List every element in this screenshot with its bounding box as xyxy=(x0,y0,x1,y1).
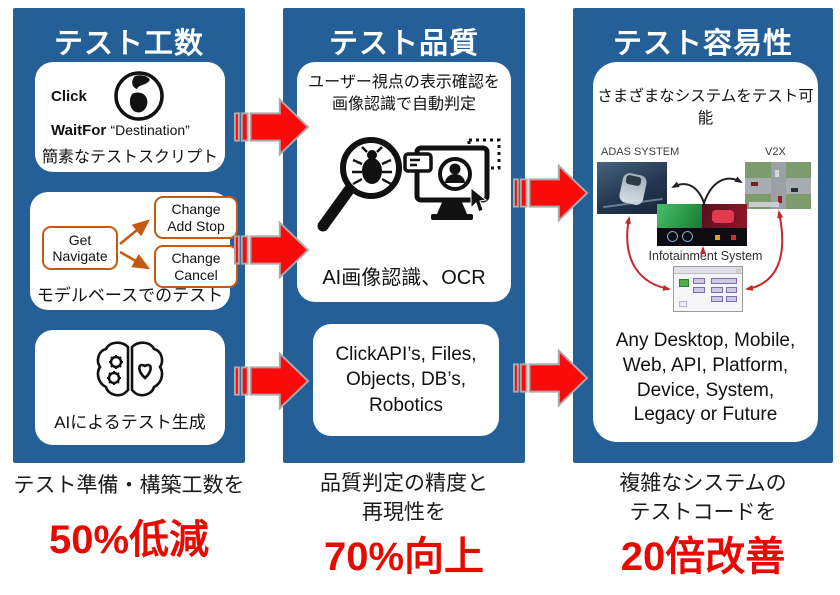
ai-generation-caption: AIによるテスト生成 xyxy=(54,413,206,432)
panel-title-effort: テスト工数 xyxy=(53,28,204,60)
panel-test-quality: テスト品質 ユーザー視点の表示確認を 画像認識で自動判定 xyxy=(283,8,525,463)
testability-result: 複雑なシステムの テストコードを 20倍改善 xyxy=(578,470,828,580)
vision-check-box: ユーザー視点の表示確認を 画像認識で自動判定 xyxy=(297,62,511,302)
quality-result-line: 品質判定の精度と 再現性を xyxy=(320,472,488,524)
quality-result: 品質判定の精度と 再現性を 70%向上 xyxy=(279,470,529,580)
flow-branch-arrows-icon xyxy=(119,219,151,270)
monitor-user-icon xyxy=(403,138,501,220)
script-cmd-waitfor-row: WaitFor “Destination” xyxy=(51,122,190,139)
simple-script-box: Click WaitFor “Destination” 簡素なテストスクリプト xyxy=(35,62,225,172)
panel-test-effort: テスト工数 Click WaitFor “Destination” 簡素なテスト… xyxy=(13,8,245,463)
flow-node-get-navigate: Get Navigate xyxy=(42,226,118,270)
model-based-box: Get Navigate Change Add Stop Change Canc… xyxy=(30,192,238,310)
globe-icon xyxy=(114,71,164,121)
brain-icon xyxy=(96,341,164,397)
vision-check-caption: AI画像認識、OCR xyxy=(322,267,486,289)
simple-script-caption: 簡素なテストスクリプト xyxy=(41,149,218,166)
system-connection-arrows xyxy=(624,176,784,291)
script-cmd-waitfor: WaitFor xyxy=(51,122,107,139)
adas-label: ADAS SYSTEM xyxy=(601,146,680,158)
test-tool-window xyxy=(673,266,743,312)
effort-result-line: テスト準備・構築工数を xyxy=(13,474,245,497)
effort-result-value: 50%低減 xyxy=(48,517,210,562)
effort-to-quality-arrow-2-icon xyxy=(233,220,310,280)
quality-result-value: 70%向上 xyxy=(323,534,485,579)
testability-result-line: 複雑なシステムの テストコードを xyxy=(619,472,787,524)
model-based-caption: モデルベースでのテスト xyxy=(36,286,224,305)
quality-to-testability-arrow-2-icon xyxy=(512,348,589,408)
script-cmd-click: Click xyxy=(51,88,87,105)
panel-title-quality: テスト品質 xyxy=(328,28,479,60)
magnifier-bug-icon xyxy=(317,137,402,232)
systems-diagram: ADAS SYSTEM V2X xyxy=(593,142,818,327)
adas-image xyxy=(597,162,667,214)
effort-to-quality-arrow-3-icon xyxy=(233,351,310,411)
panel-title-testability: テスト容易性 xyxy=(612,28,793,60)
panel-testability: テスト容易性 さまざまなシステムをテスト可能 ADAS SYSTEM V2X xyxy=(573,8,833,463)
systems-heading: さまざまなシステムをテスト可能 xyxy=(597,88,814,127)
api-support-box: ClickAPI’s, Files, Objects, DB’s, Roboti… xyxy=(313,324,499,436)
v2x-image xyxy=(745,162,811,209)
testability-result-value: 20倍改善 xyxy=(620,534,786,579)
systems-box: さまざまなシステムをテスト可能 ADAS SYSTEM V2X xyxy=(593,62,818,442)
script-cmd-waitfor-arg: “Destination” xyxy=(110,122,190,138)
v2x-label: V2X xyxy=(765,146,786,158)
systems-text: Any Desktop, Mobile, Web, API, Platform,… xyxy=(615,330,796,426)
ai-generation-box: AIによるテスト生成 xyxy=(35,330,225,445)
infotainment-label: Infotainment System xyxy=(648,249,763,263)
flow-node-change-add-stop: Change Add Stop xyxy=(154,196,238,239)
quality-to-testability-arrow-1-icon xyxy=(512,163,589,223)
flow-node-change-cancel: Change Cancel xyxy=(154,245,238,288)
effort-result: テスト準備・構築工数を 50%低減 xyxy=(4,472,254,563)
effort-to-quality-arrow-1-icon xyxy=(233,97,310,157)
api-support-text: ClickAPI’s, Files, Objects, DB’s, Roboti… xyxy=(335,343,477,416)
vision-check-heading: ユーザー視点の表示確認を 画像認識で自動判定 xyxy=(308,74,500,113)
